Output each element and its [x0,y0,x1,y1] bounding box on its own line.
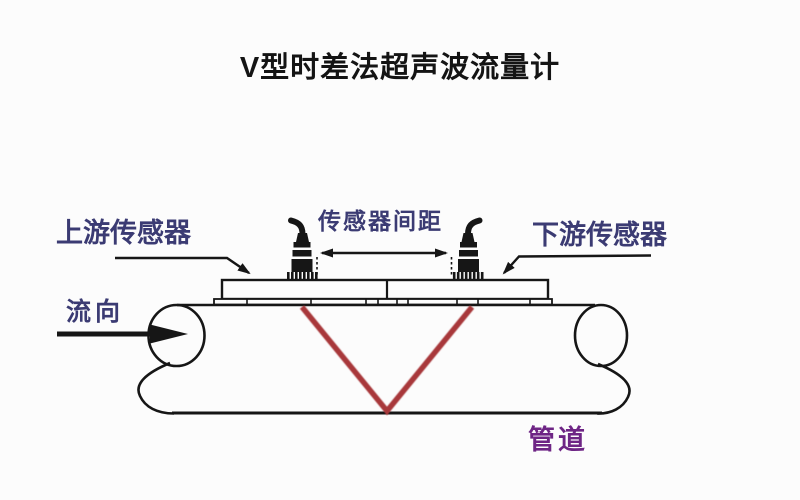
v-beam-path [299,305,475,416]
rail-foot-strip [213,298,553,306]
pipe-outline [137,303,631,415]
upstream-sensor [287,221,318,281]
flow-arrow [57,324,188,344]
rail-foot-segments [246,299,531,305]
downstream-leader-arrow [502,254,652,275]
upstream-leader-arrow [115,256,251,275]
flow-direction-label: 流向 [66,298,125,326]
downstream-sensor [453,221,484,281]
flow-arrowhead [150,324,188,344]
mounting-rail [213,278,553,306]
pipe-label: 管道 [528,425,588,455]
downstream-sensor-label: 下游传感器 [532,220,667,250]
rail-body [220,278,550,301]
pipe-right-break-loop [573,303,629,368]
pipe-right-break-curve [596,362,631,415]
sensor-spacing-label: 传感器间距 [318,208,443,234]
sensor-spacing-arrow [316,248,453,277]
pipe-left-break-curve [137,361,175,415]
upstream-sensor-label: 上游传感器 [56,218,191,248]
diagram-title: V型时差法超声波流量计 [239,52,561,84]
